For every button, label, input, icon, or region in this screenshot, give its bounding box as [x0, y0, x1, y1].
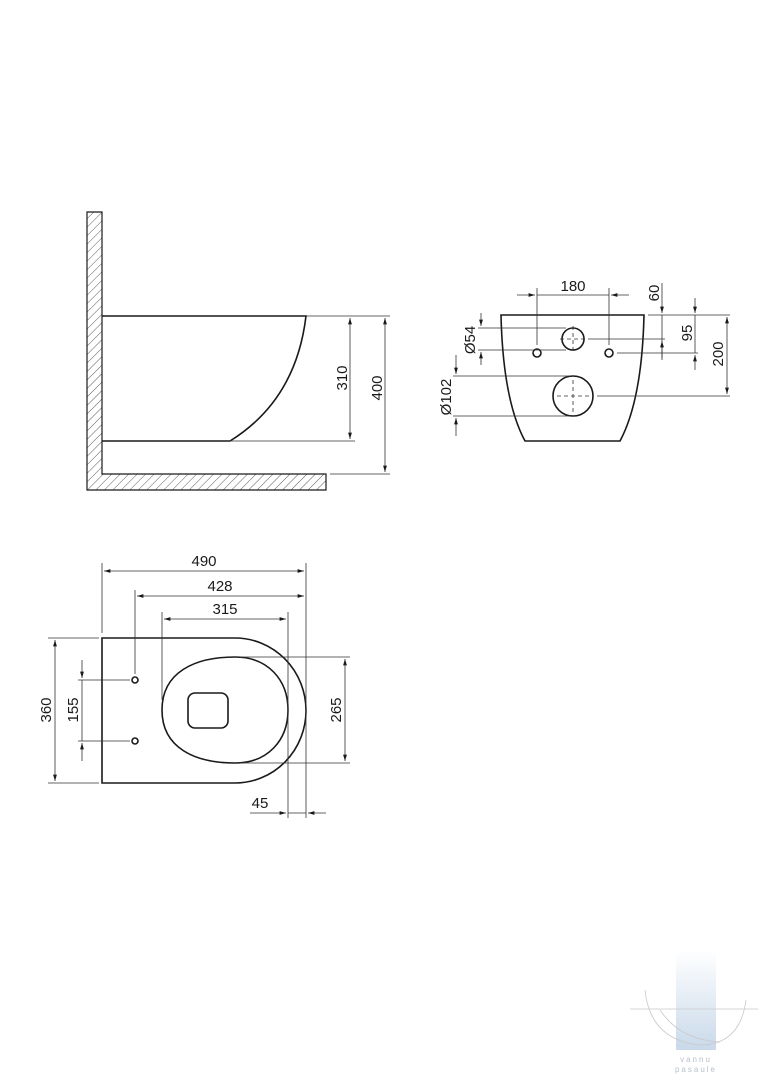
- dim-label-155: 155: [65, 697, 82, 722]
- dim-label-200: 200: [710, 341, 727, 366]
- dim-label-60: 60: [646, 285, 663, 302]
- front-outline: [500, 314, 645, 442]
- dim-label-360: 360: [38, 697, 55, 722]
- inlet-hole: [561, 327, 585, 351]
- logo-text-line2: pasaule: [675, 1065, 717, 1074]
- front-view: 180 60 95 200 Ø54 Ø102: [438, 278, 730, 442]
- seat-ring: [161, 656, 289, 764]
- brand-logo: vannu pasaule: [630, 950, 758, 1074]
- dim-label-265: 265: [328, 697, 345, 722]
- logo-text-line1: vannu: [680, 1055, 712, 1064]
- dim-label-490: 490: [191, 553, 216, 570]
- wall-hatch: [86, 211, 327, 491]
- dim-label-95: 95: [679, 325, 696, 342]
- dim-label-d102: Ø102: [438, 379, 455, 416]
- dim-label-400: 400: [369, 375, 386, 400]
- dim-label-315: 315: [212, 601, 237, 618]
- dim-label-d54: Ø54: [462, 326, 479, 354]
- dim-label-45: 45: [252, 795, 269, 812]
- side-view: 310 400: [86, 211, 390, 491]
- seat-bolt-top: [131, 676, 139, 684]
- bowl-profile: [102, 315, 307, 442]
- top-view: 490 428 315 360 155 265 45: [38, 553, 350, 818]
- bolt-hole-right: [604, 348, 614, 358]
- seat-bolt-bottom: [131, 737, 139, 745]
- dim-label-310: 310: [334, 365, 351, 390]
- dim-label-180: 180: [560, 278, 585, 295]
- outlet-hole: [552, 375, 594, 417]
- dim-label-428: 428: [207, 578, 232, 595]
- seat-opening: [187, 692, 229, 729]
- bolt-hole-left: [532, 348, 542, 358]
